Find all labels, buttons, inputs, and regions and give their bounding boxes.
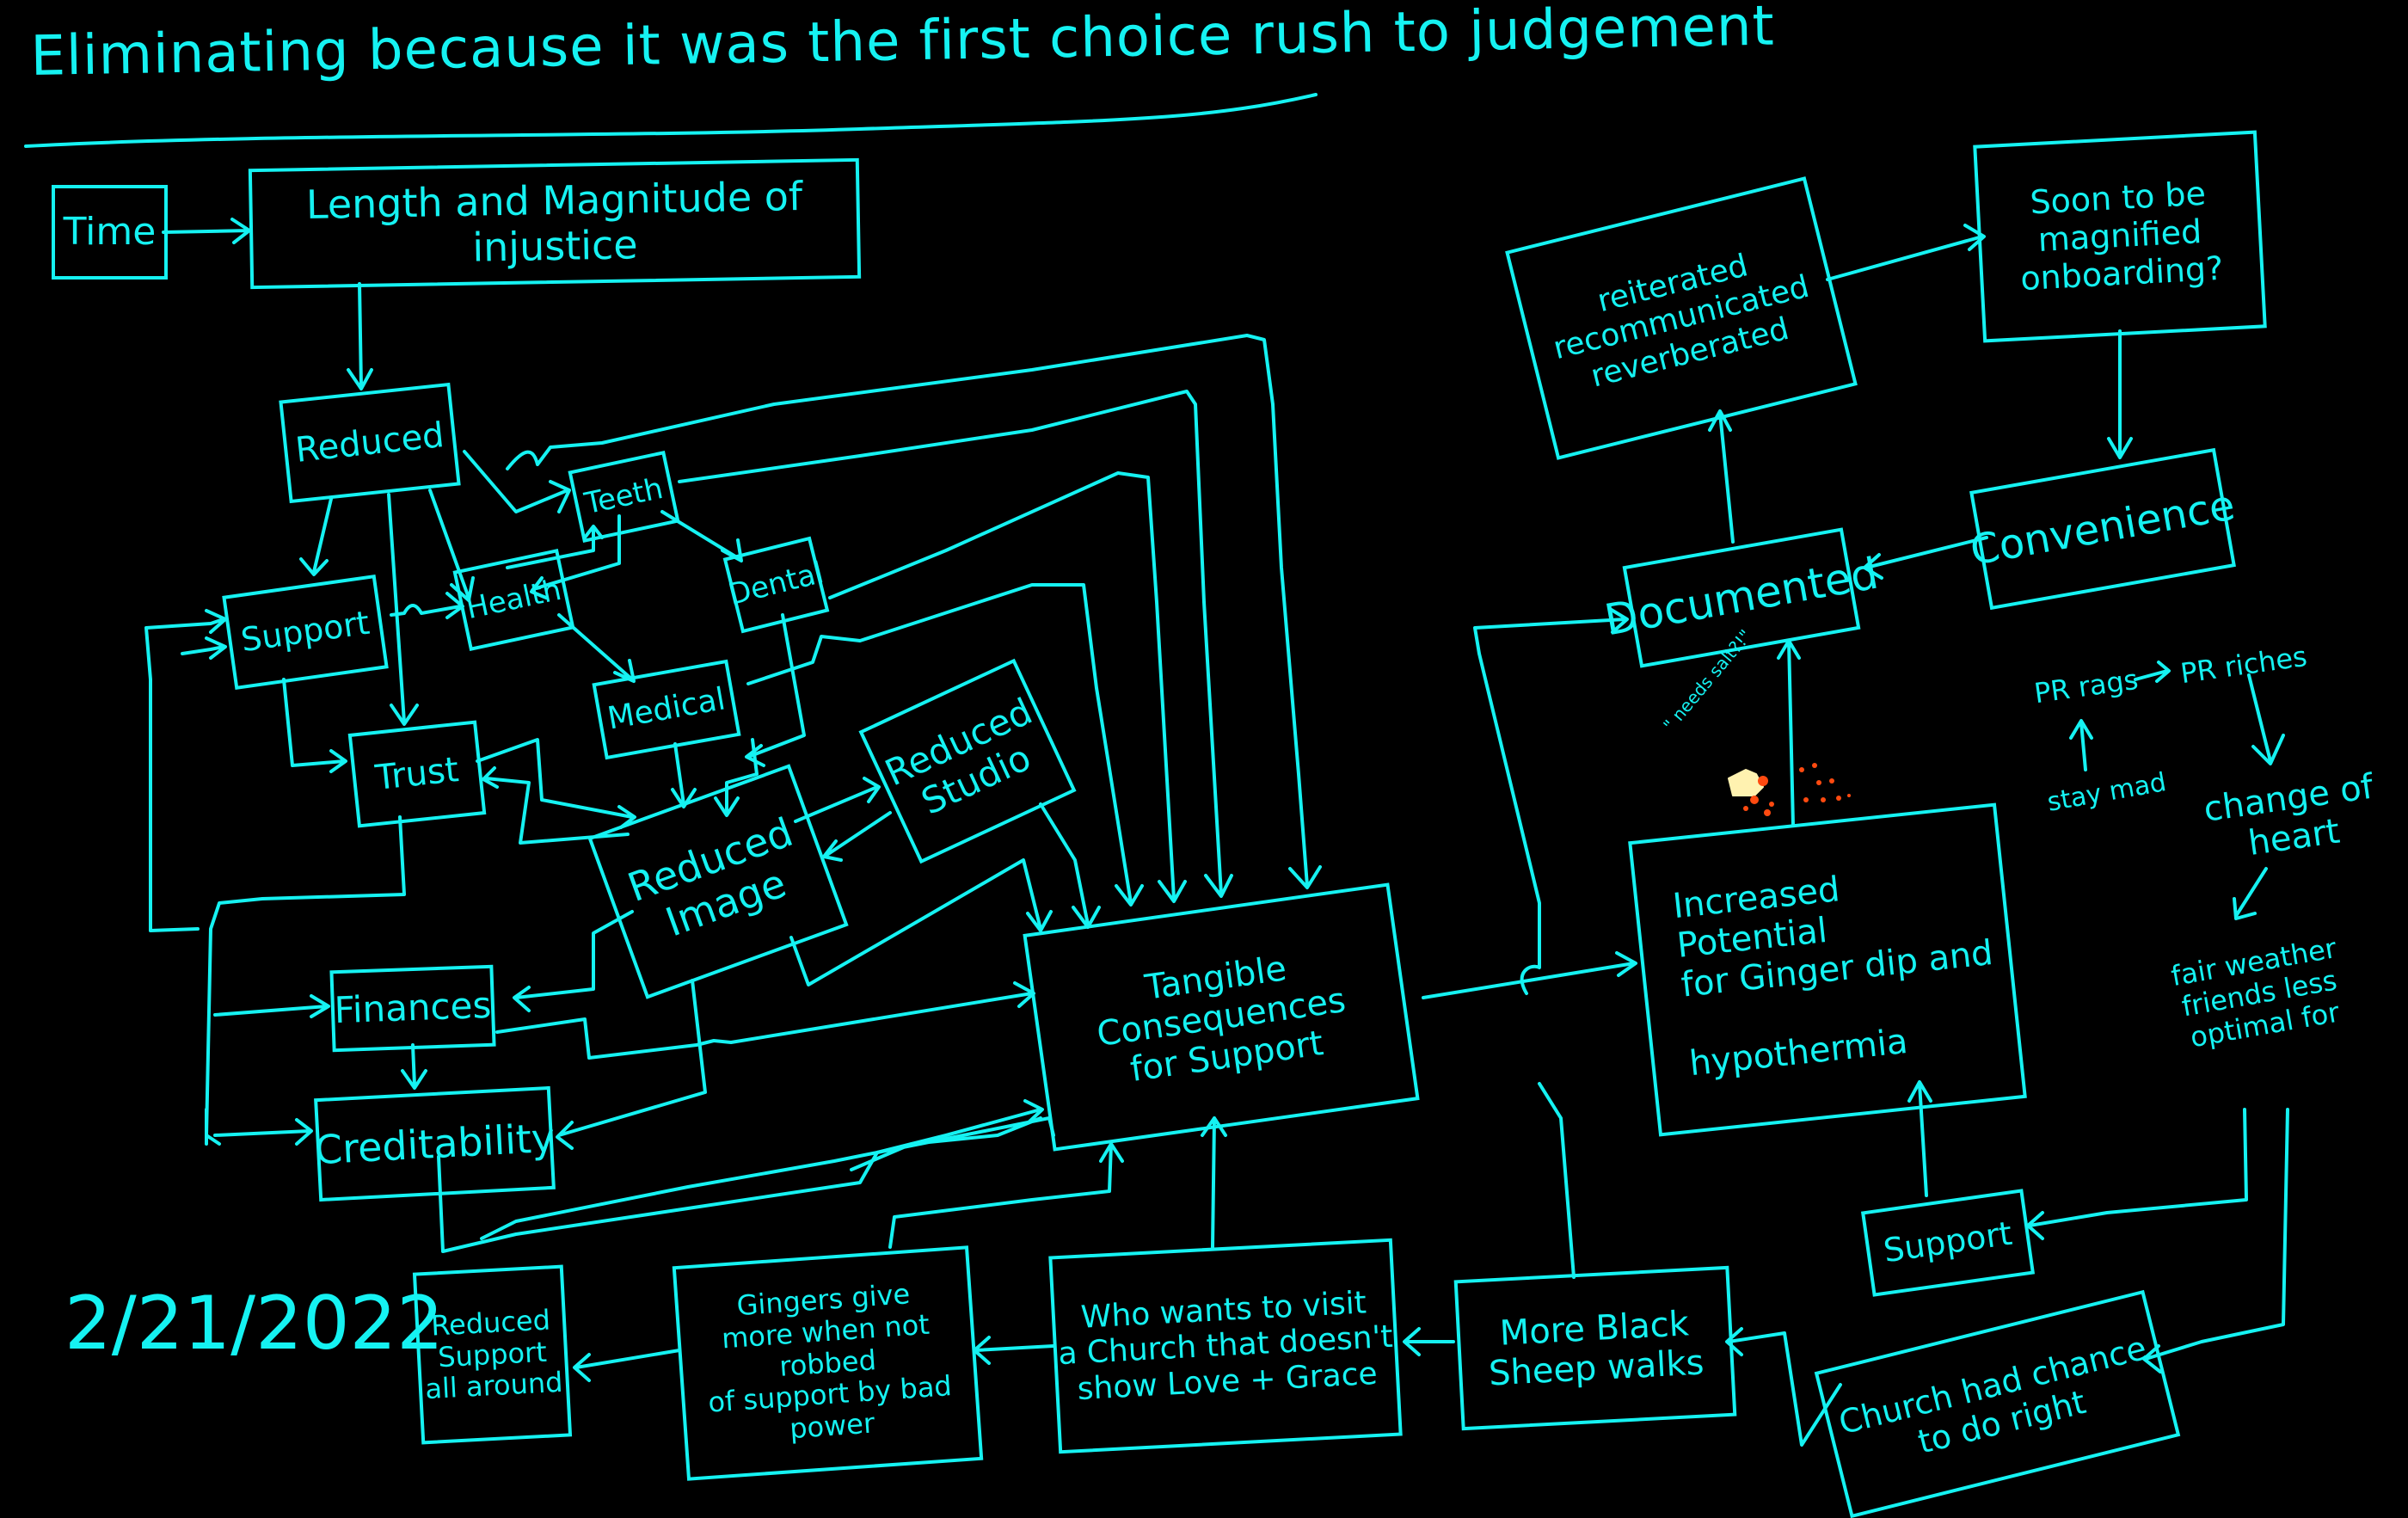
- node-length-magnitude: Length and Magnitude of injustice: [248, 157, 862, 290]
- edge-trust-image: [476, 738, 636, 845]
- node-reduced: Reduced: [279, 382, 461, 504]
- edge-prrags-prriches: [2134, 661, 2171, 683]
- edge-image-studio: [794, 777, 892, 862]
- node-finances: Finances: [329, 964, 496, 1053]
- edge-medical-image: [671, 738, 759, 817]
- edge-reduced-trust: [387, 493, 419, 726]
- edge-tangible-documented: [1473, 607, 1629, 995]
- edge-reduced-support: [299, 497, 333, 576]
- edge-time-length: [162, 218, 251, 244]
- node-soon-magnified: Soon to be magnified onboarding?: [1973, 130, 2267, 343]
- edge-medical-tangible: [746, 583, 1144, 906]
- edge-to-finances: [213, 994, 330, 1018]
- edge-increased-documented: [1777, 639, 1801, 827]
- pepper-flakes-icon: [1743, 763, 1851, 816]
- edge-support-trust: [282, 678, 347, 773]
- edge-soon-convenience: [2107, 329, 2133, 459]
- node-gingers-give: Gingers give more when not robbed of sup…: [672, 1245, 984, 1481]
- edge-reduced-health: [428, 489, 475, 602]
- edge-left-loop-support: [144, 609, 227, 932]
- edge-blacksheep-tangible: [1538, 1082, 1576, 1279]
- edge-church-blacksheep: [1725, 1327, 1842, 1447]
- edge-health-teeth: [506, 514, 621, 599]
- title-underline: [24, 93, 1318, 148]
- edge-teeth-dental: [660, 510, 743, 562]
- edge-reduced-teeth: [463, 450, 571, 513]
- edge-studio-tangible: [1039, 802, 1101, 929]
- edge-prriches-change: [2247, 673, 2285, 765]
- edge-change-fairweather: [2233, 867, 2268, 920]
- edge-support-increased: [1907, 1080, 1932, 1197]
- edge-fairweather-church: [2142, 1108, 2289, 1374]
- edge-image-finances: [513, 910, 634, 1012]
- edge-finances-tangible: [495, 981, 1035, 1060]
- edge-to-creditability: [205, 1108, 313, 1146]
- edge-reiterated-soon: [1826, 224, 1986, 281]
- edge-dental-medical: [745, 613, 806, 767]
- node-time: Time: [52, 185, 168, 280]
- salt-pile-icon: [1728, 769, 1764, 796]
- edge-finances-creditability: [401, 1043, 427, 1090]
- edge-convenience-documented: [1863, 536, 1988, 580]
- node-creditability: Creditability: [314, 1085, 556, 1202]
- edge-who-tangible: [1201, 1116, 1227, 1249]
- edge-support-health: [390, 592, 464, 619]
- edge-documented-reiterated: [1708, 409, 1735, 544]
- edge-gingers-reduced-support: [573, 1349, 681, 1382]
- node-who-wants: Who wants to visit a Church that doesn't…: [1048, 1238, 1403, 1454]
- node-more-black-sheep: More Black Sheep walks: [1453, 1265, 1737, 1431]
- edge-tangible-increased: [1422, 951, 1637, 999]
- edge-gingers-tangible: [888, 1142, 1124, 1249]
- node-increased-potential: Increased Potential for Ginger dip and h…: [1628, 802, 2027, 1137]
- edge-trust-loop-support: [181, 636, 406, 1146]
- edge-staymad-prrags: [2069, 719, 2093, 771]
- edge-teeth-tangible: [678, 390, 1233, 898]
- edge-reduced-tangible-outer: [506, 334, 1322, 889]
- edge-image-creditability: [556, 979, 707, 1150]
- edge-health-medical: [557, 613, 636, 683]
- node-trust: Trust: [347, 720, 487, 828]
- edge-bottom-tangible: [480, 1116, 1055, 1240]
- edge-dental-tangible: [828, 471, 1187, 903]
- edge-fairweather-support: [2026, 1108, 2248, 1240]
- edge-creditability-tangible: [437, 1099, 1044, 1253]
- date-label: 2/21/2022: [64, 1281, 444, 1367]
- edge-blacksheep-who: [1403, 1327, 1455, 1356]
- edge-who-gingers: [973, 1336, 1055, 1365]
- edge-image-tangible: [789, 858, 1053, 986]
- edge-length-reduced: [347, 282, 373, 390]
